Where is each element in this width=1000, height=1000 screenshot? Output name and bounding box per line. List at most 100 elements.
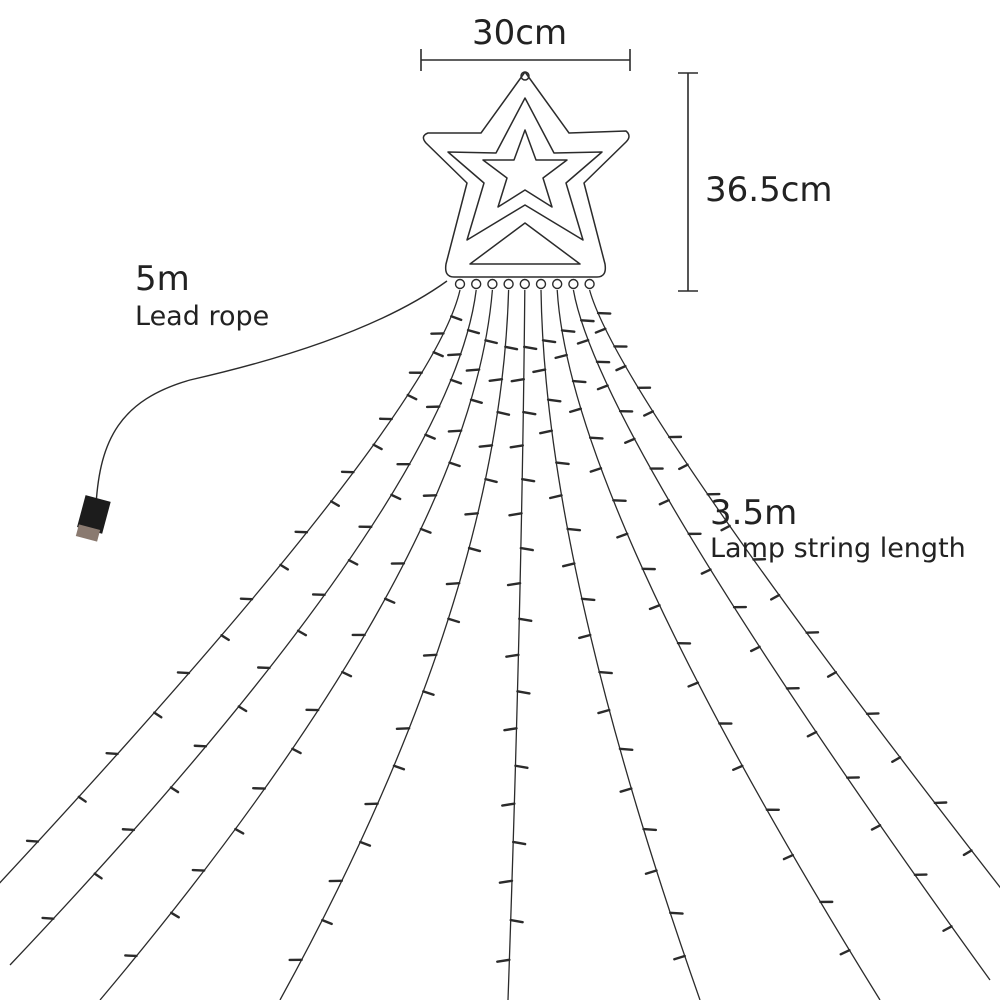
led-bulb [579, 319, 595, 323]
led-bulb [93, 872, 103, 880]
star-topper-icon [422, 71, 630, 278]
led-bulb [516, 690, 531, 695]
width-label: 30cm [472, 13, 568, 53]
led-bulb [669, 911, 684, 915]
led-bulb [447, 429, 463, 433]
led-bulb [406, 393, 418, 401]
led-bulb [678, 463, 689, 471]
led-bulb [291, 747, 302, 755]
led-bulb [239, 597, 254, 601]
led-bulb [826, 671, 838, 678]
led-bulb [124, 954, 138, 958]
led-bulb [447, 617, 461, 624]
led-bulb [25, 839, 40, 843]
led-bulb [447, 353, 462, 357]
led-bulb [700, 568, 712, 575]
led-bulb [782, 853, 795, 861]
led-bulb [891, 756, 902, 764]
led-bulb [732, 764, 744, 772]
led-bulb [673, 954, 686, 961]
led-bulb [578, 633, 592, 640]
led-bulb [624, 437, 636, 444]
led-bulb [105, 752, 119, 756]
led-bulb [514, 764, 529, 770]
strand-hook [454, 278, 466, 290]
led-bulb [519, 546, 534, 552]
led-bulb [450, 315, 463, 322]
lead-desc-label: Lead rope [135, 301, 270, 332]
led-bulb [484, 477, 498, 484]
led-bulb [464, 512, 480, 516]
led-bulb [296, 629, 308, 637]
led-bulb [478, 444, 494, 448]
led-bulb [347, 559, 359, 566]
led-bulb [153, 711, 163, 719]
led-bulb [341, 670, 353, 678]
led-bulb [77, 795, 87, 803]
led-bulb [496, 958, 511, 963]
led-bulb [395, 727, 411, 731]
led-bulb [432, 351, 444, 358]
led-bulb [465, 368, 481, 372]
led-bulb [806, 730, 818, 738]
led-bulb [548, 494, 563, 500]
led-bulb [521, 477, 536, 483]
height-label: 36.5cm [705, 170, 833, 210]
lamp-string [588, 289, 1000, 889]
led-bulb [445, 581, 461, 586]
led-bulb [234, 827, 245, 835]
strand-hook [471, 278, 482, 290]
led-bulb [220, 634, 230, 642]
strand-hook [487, 278, 498, 290]
led-bulb [588, 436, 604, 440]
led-bulb [643, 410, 655, 417]
led-bulb [237, 705, 248, 713]
led-bulb [576, 338, 590, 345]
strand-hook [535, 278, 547, 290]
led-bulb [505, 653, 520, 658]
led-bulb [554, 353, 568, 360]
lamp-string [99, 289, 494, 1000]
led-bulb [612, 499, 627, 503]
led-bulb [616, 532, 629, 539]
led-bulb [644, 869, 658, 875]
led-bulb [503, 727, 518, 732]
strand-hooks [454, 278, 595, 290]
led-bulb [962, 849, 973, 857]
led-bulb [424, 433, 436, 440]
led-bulb [749, 645, 761, 653]
led-bulb [546, 398, 562, 403]
lamp-string [507, 289, 526, 1000]
lead-length-label: 5m [135, 259, 190, 299]
width-dimension [420, 49, 631, 71]
led-bulb [598, 670, 613, 675]
led-bulb [942, 925, 953, 932]
led-bulb [469, 398, 483, 405]
led-bulb [496, 410, 511, 416]
led-bulb [321, 918, 333, 926]
led-bulb [618, 747, 634, 751]
led-bulb [448, 461, 461, 468]
led-bulb [839, 949, 851, 956]
plug-icon [75, 495, 111, 542]
led-bulb [390, 493, 402, 501]
lamp-string [540, 289, 701, 1000]
led-bulb [580, 597, 596, 602]
led-bulb [589, 467, 603, 473]
lamp-string [572, 289, 991, 981]
led-bulb [41, 916, 55, 920]
led-bulb [498, 879, 514, 884]
string-desc-label: Lamp string length [710, 533, 966, 564]
led-bulb [597, 708, 611, 715]
led-bulb [518, 617, 533, 623]
led-bulb [596, 384, 609, 391]
led-bulb [279, 563, 290, 571]
height-dimension [678, 72, 698, 292]
led-bulb [329, 500, 341, 508]
led-bulb [169, 786, 180, 794]
led-bulb [509, 444, 524, 449]
led-bulb [870, 824, 882, 831]
lamp-string-icon [0, 289, 1000, 1000]
lamp-string [279, 289, 510, 1000]
